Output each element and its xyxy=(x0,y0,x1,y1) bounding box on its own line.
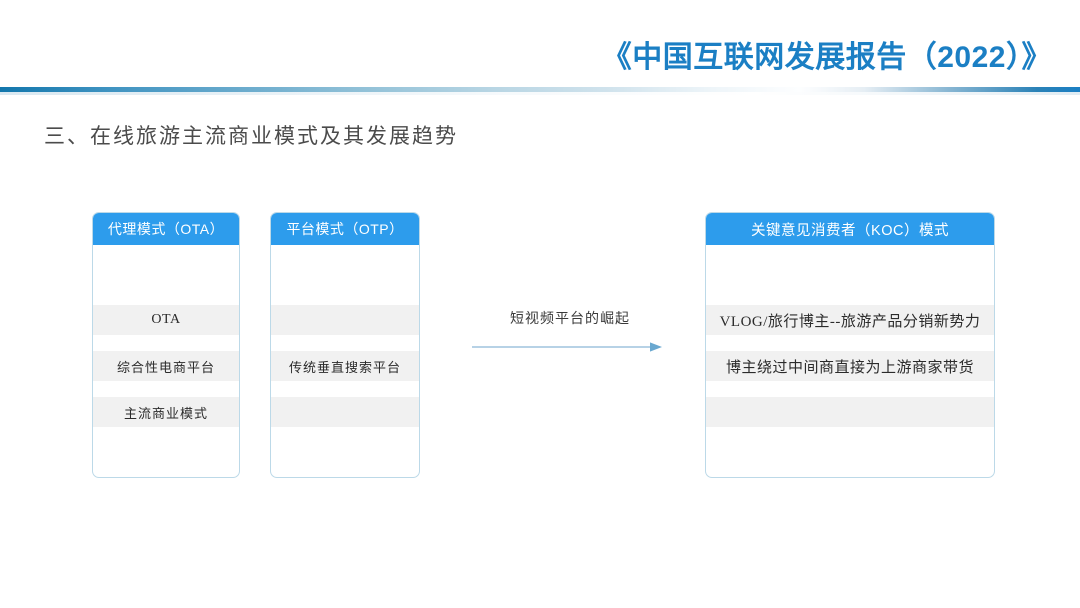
card-row: 主流商业模式 xyxy=(93,397,239,427)
card-body-ota: OTA 综合性电商平台 主流商业模式 xyxy=(93,245,239,477)
card-header-koc: 关键意见消费者（KOC）模式 xyxy=(706,213,994,245)
transition-arrow-group: 短视频平台的崛起 xyxy=(470,308,670,364)
header-divider-rule xyxy=(0,87,1080,92)
card-header-otp: 平台模式（OTP） xyxy=(271,213,419,245)
header-divider-shadow xyxy=(0,92,1080,95)
card-row: 传统垂直搜索平台 xyxy=(271,351,419,381)
section-heading: 三、在线旅游主流商业模式及其发展趋势 xyxy=(44,124,458,148)
card-row xyxy=(706,397,994,427)
card-header-ota: 代理模式（OTA） xyxy=(93,213,239,245)
card-agency-model-ota: 代理模式（OTA） OTA 综合性电商平台 主流商业模式 xyxy=(92,212,240,478)
card-body-otp: 传统垂直搜索平台 xyxy=(271,245,419,477)
card-body-koc: VLOG/旅行博主--旅游产品分销新势力 博主绕过中间商直接为上游商家带货 xyxy=(706,245,994,477)
card-row: 博主绕过中间商直接为上游商家带货 xyxy=(706,351,994,381)
card-row xyxy=(271,305,419,335)
card-row xyxy=(271,397,419,427)
card-row: OTA xyxy=(93,305,239,335)
card-row: VLOG/旅行博主--旅游产品分销新势力 xyxy=(706,305,994,335)
arrow-label: 短视频平台的崛起 xyxy=(510,312,630,327)
card-platform-model-otp: 平台模式（OTP） 传统垂直搜索平台 xyxy=(270,212,420,478)
card-row: 综合性电商平台 xyxy=(93,351,239,381)
slide-header: 《中国互联网发展报告（2022）》 xyxy=(0,0,1080,95)
card-koc-model: 关键意见消费者（KOC）模式 VLOG/旅行博主--旅游产品分销新势力 博主绕过… xyxy=(705,212,995,478)
page-title: 《中国互联网发展报告（2022）》 xyxy=(601,41,1052,74)
right-arrow-icon xyxy=(472,342,662,352)
